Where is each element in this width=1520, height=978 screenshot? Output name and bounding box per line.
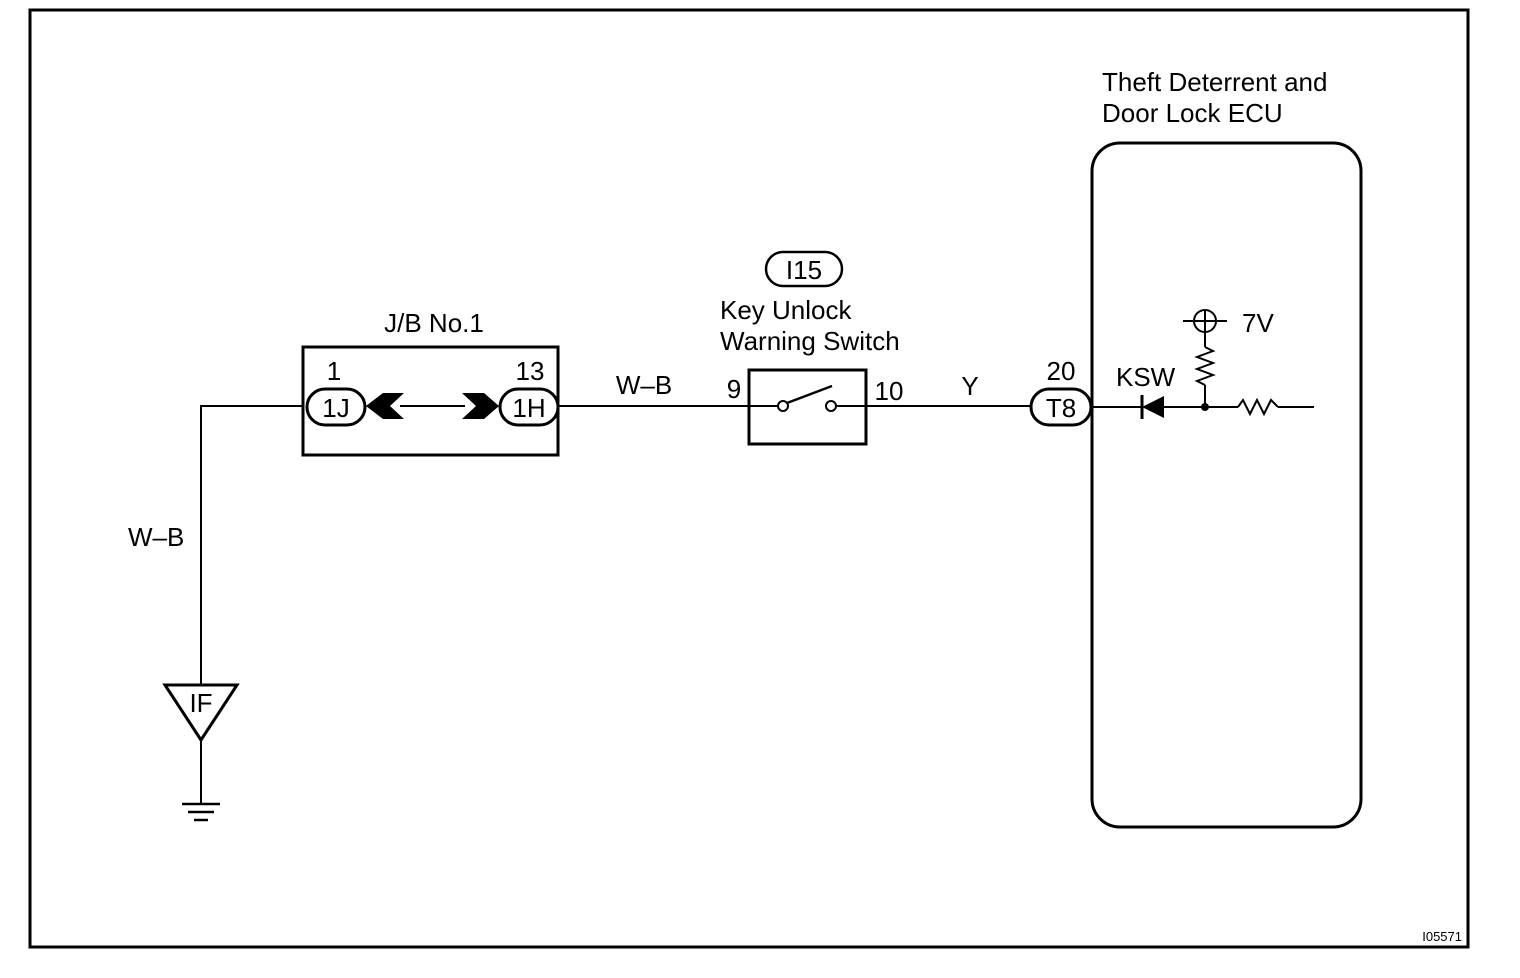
junction-block-right-pin: 13 [516, 356, 545, 386]
wire-jb-to-switch: W–B [558, 370, 749, 407]
diagram-frame [28, 8, 1470, 949]
ecu-terminal-pin: 20 [1047, 356, 1076, 386]
junction-block-title: J/B No.1 [384, 308, 484, 338]
switch-name-line2: Warning Switch [720, 326, 900, 356]
voltage-source-icon [1183, 309, 1227, 333]
switch-name-line1: Key Unlock [720, 295, 852, 325]
connector-1j-label: 1J [322, 393, 349, 423]
ecu-title-line2: Door Lock ECU [1102, 98, 1283, 128]
connector-t8-label: T8 [1046, 393, 1076, 423]
ground-point-label: IF [189, 688, 212, 718]
ground-icon [182, 802, 220, 822]
figure-id: I05571 [1422, 929, 1462, 944]
junction-right-arrow-icon [462, 393, 499, 419]
junction-block-left-pin: 1 [327, 356, 341, 386]
switch-pin-in: 9 [727, 374, 741, 404]
wire-switch-to-ecu: Y [866, 371, 1031, 407]
ground-wire: W–B [128, 405, 303, 685]
ecu-title-line1: Theft Deterrent and [1102, 67, 1327, 97]
diode-icon [1140, 395, 1164, 419]
ecu-signal-label: KSW [1116, 362, 1176, 392]
junction-block: J/B No.1 1 1J 13 1H [301, 308, 560, 457]
ground-point-triangle [162, 683, 240, 743]
switch-connector-id: I15 [786, 255, 822, 285]
ground-point: IF [162, 683, 240, 804]
connector-1j [305, 387, 367, 427]
switch-contact-icon [749, 384, 866, 412]
switch-pin-out: 10 [875, 376, 904, 406]
wire-switch-to-ecu-color-label: Y [961, 371, 978, 401]
ecu-box [1090, 141, 1363, 829]
connector-1h-label: 1H [512, 393, 545, 423]
pullup-resistor-icon [1194, 332, 1216, 407]
theft-deterrent-ecu: Theft Deterrent and Door Lock ECU 20 T8 … [1029, 67, 1363, 829]
junction-left-arrow-icon [366, 393, 404, 419]
key-unlock-warning-switch: I15 Key Unlock Warning Switch 9 10 [720, 250, 904, 446]
switch-connector-badge [764, 250, 844, 288]
ground-wire-color-label: W–B [128, 522, 184, 552]
supply-voltage-label: 7V [1242, 308, 1274, 338]
wire-jb-to-switch-color-label: W–B [616, 370, 672, 400]
series-resistor-icon [1237, 397, 1314, 417]
